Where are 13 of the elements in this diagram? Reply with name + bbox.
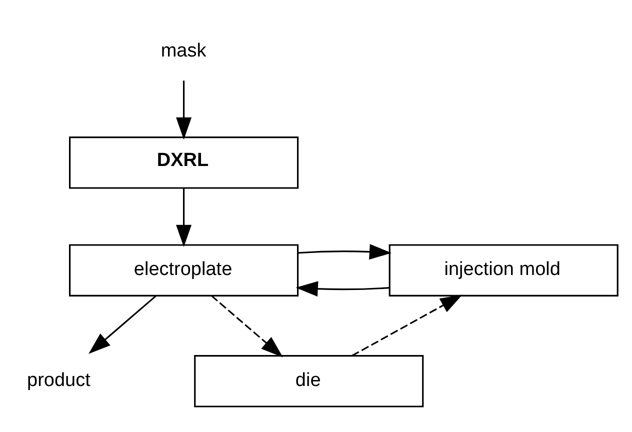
arrow <box>352 294 462 356</box>
arrow <box>176 80 192 140</box>
arrow <box>211 294 284 357</box>
arrow <box>88 294 157 354</box>
arrow <box>296 280 390 296</box>
node-box: electroplate <box>69 244 299 296</box>
node-text: mask <box>160 40 206 62</box>
arrow <box>298 244 392 260</box>
node-box: injection mold <box>388 244 618 296</box>
arrow <box>176 188 192 247</box>
node-box: DXRL <box>69 136 299 188</box>
node-box: die <box>194 354 424 407</box>
node-text: product <box>27 370 90 391</box>
